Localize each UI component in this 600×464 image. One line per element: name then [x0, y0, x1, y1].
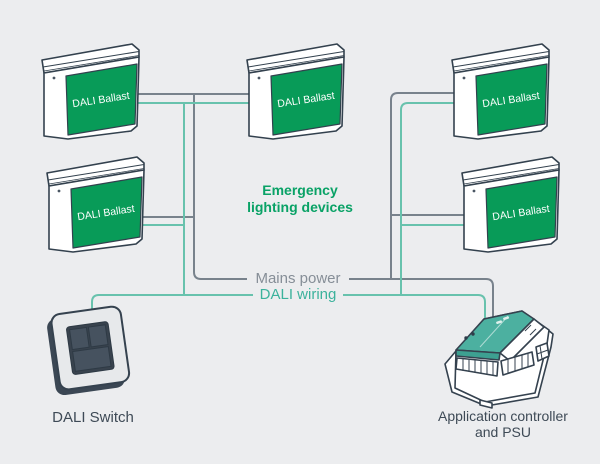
- group-caption-line1: Emergency: [262, 182, 338, 198]
- controller-label: Application controller and PSU: [418, 408, 588, 440]
- controller-din-clip: [479, 399, 493, 409]
- device-ballast-1: DALI Ballast: [41, 43, 140, 140]
- din-controller-icon: [444, 310, 554, 409]
- dali-wiring-wire: [91, 102, 486, 322]
- dali-wiring-label: DALI wiring: [259, 286, 337, 303]
- device-ballast-4: DALI Ballast: [451, 43, 550, 140]
- switch-button-bottom: [72, 345, 112, 372]
- device-ballast-3: DALI Ballast: [246, 43, 345, 140]
- controller-led: [471, 332, 475, 336]
- ballast-screw: [52, 76, 56, 80]
- switch-button-top-left: [68, 326, 90, 351]
- dali-switch-label: DALI Switch: [52, 409, 134, 426]
- group-caption: Emergency lighting devices: [220, 182, 380, 215]
- ballast-lid: [41, 43, 140, 74]
- controller-led: [464, 336, 468, 340]
- ballast-icon: [461, 156, 560, 253]
- mains-power-wire: [136, 92, 494, 326]
- device-ballast-2: DALI Ballast: [46, 156, 145, 253]
- controller-label-line1: Application controller: [438, 408, 568, 424]
- ballast-icon: [41, 43, 140, 140]
- controller-teal-lip: [455, 349, 501, 361]
- mains-power-label: Mains power: [255, 270, 341, 287]
- switch-button-top-right: [87, 324, 109, 348]
- ballast-face: [65, 63, 138, 136]
- controller-label-line2: and PSU: [474, 423, 532, 440]
- device-controller: [444, 310, 554, 409]
- wall-switch-icon: [47, 305, 131, 396]
- ballast-icon: [246, 43, 345, 140]
- device-dali-switch: [47, 305, 131, 396]
- ballast-icon: [46, 156, 145, 253]
- group-caption-line2: lighting devices: [247, 198, 353, 215]
- ballast-icon: [451, 43, 550, 140]
- device-ballast-5: DALI Ballast: [461, 156, 560, 253]
